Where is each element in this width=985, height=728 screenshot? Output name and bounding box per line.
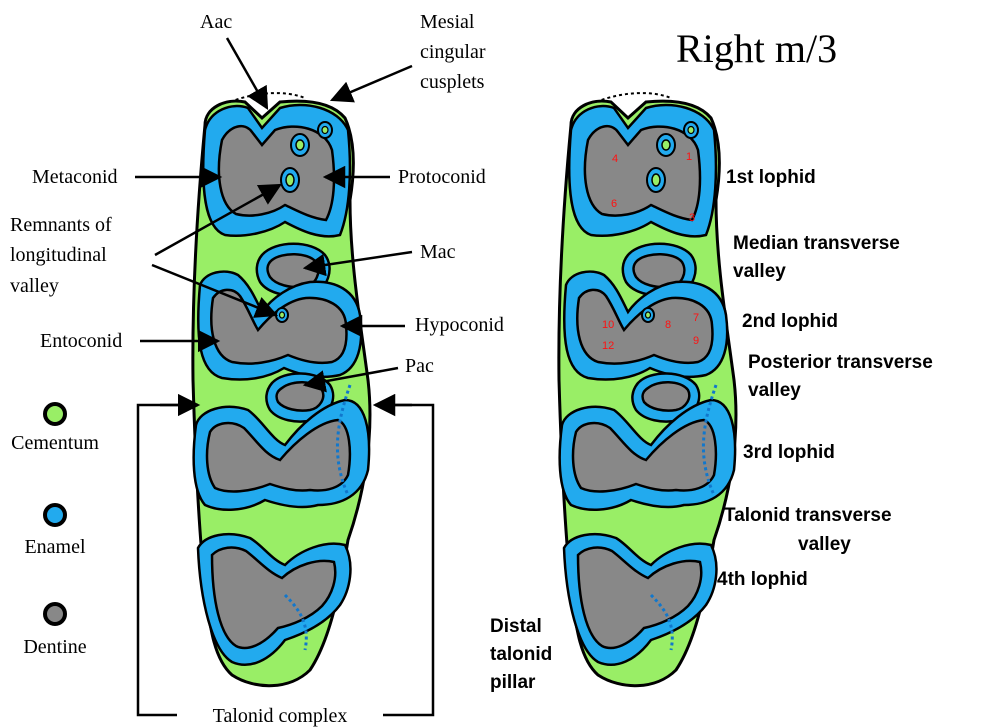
legend: Cementum Enamel Dentine (11, 404, 99, 658)
label-hypoconid: Hypoconid (415, 314, 504, 336)
label-metaconid: Metaconid (32, 166, 118, 188)
legend-item-enamel: Enamel (24, 505, 86, 558)
cusp-number-9: 9 (693, 335, 699, 347)
label-protoconid: Protoconid (398, 166, 486, 188)
arrow-aac (227, 38, 267, 108)
cusp-number-8: 8 (665, 319, 671, 331)
label-talonid-complex: Talonid complex (213, 705, 348, 727)
cusp-number-3: 3 (689, 212, 695, 224)
label-lophid-4: 4th lophid (717, 569, 808, 590)
label-remnants-1: Remnants of (10, 214, 112, 236)
legend-label-dentine: Dentine (23, 636, 86, 658)
label-median-2: valley (733, 261, 786, 282)
label-entoconid: Entoconid (40, 330, 122, 352)
cusp-number-6: 6 (611, 198, 617, 210)
arrow-mesial (332, 66, 412, 100)
legend-item-dentine: Dentine (23, 604, 86, 658)
label-lophid-3: 3rd lophid (743, 442, 835, 463)
label-median-1: Median transverse (733, 233, 900, 254)
label-mesial-3: cusplets (420, 71, 485, 93)
label-mesial-1: Mesial (420, 11, 475, 33)
legend-item-cementum: Cementum (11, 404, 99, 454)
label-mesial-2: cingular (420, 41, 486, 63)
label-distal-1: Distal (490, 616, 542, 637)
label-lophid-2: 2nd lophid (742, 311, 838, 332)
label-talonid-2: valley (798, 534, 851, 555)
label-posterior-1: Posterior transverse (748, 352, 933, 373)
label-remnants-3: valley (10, 275, 59, 297)
label-lophid-1: 1st lophid (726, 167, 816, 188)
cusp-number-4: 4 (612, 153, 618, 165)
label-talonid-1: Talonid transverse (724, 505, 892, 526)
cusp-number-10: 10 (602, 319, 614, 331)
right-tooth-drawing (559, 93, 736, 686)
legend-label-enamel: Enamel (24, 536, 86, 558)
left-tooth-drawing (193, 93, 370, 686)
label-posterior-2: valley (748, 380, 801, 401)
cusp-number-7: 7 (693, 312, 699, 324)
label-pac: Pac (405, 355, 434, 377)
legend-label-cementum: Cementum (11, 432, 99, 454)
page-title: Right m/3 (676, 26, 837, 71)
label-distal-2: talonid (490, 644, 552, 665)
label-distal-3: pillar (490, 672, 536, 693)
cusp-number-12: 12 (602, 340, 614, 352)
label-remnants-2: longitudinal (10, 244, 107, 266)
label-mac: Mac (420, 241, 456, 263)
label-aac: Aac (200, 11, 232, 33)
cusp-number-1: 1 (686, 151, 692, 163)
